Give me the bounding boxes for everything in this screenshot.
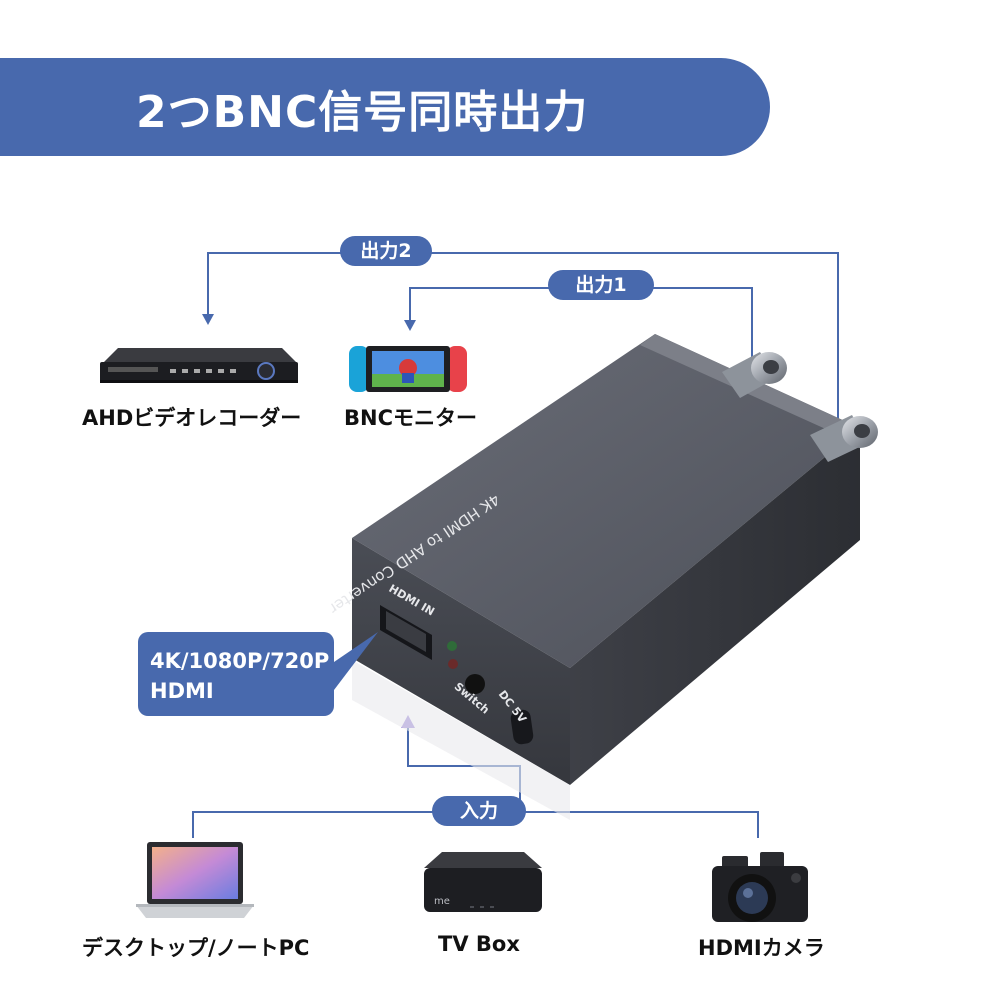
tvbox-brand: me (434, 896, 450, 907)
callout-hdmi: HDMI (150, 679, 214, 703)
output2-line (207, 252, 839, 432)
ahd-recorder-image (100, 348, 298, 383)
output1-pill: 出力1 (548, 270, 654, 300)
tvbox-label: TV Box (438, 932, 520, 956)
desktop-label: デスクトップ/ノートPC (82, 936, 310, 960)
output1-arrow (404, 320, 416, 331)
hdmi-callout-box (138, 632, 378, 716)
tvbox-image (424, 852, 542, 912)
bnc-monitor-image (349, 346, 467, 392)
hdmi-callout-text: 4K/1080P/720P HDMI (150, 646, 329, 706)
callout-resolution: 4K/1080P/720P (150, 649, 330, 673)
output2-arrow (202, 314, 214, 325)
bnc-monitor-label: BNCモニター (344, 406, 477, 430)
title-banner (0, 58, 770, 156)
ahd-recorder-label: AHDビデオレコーダー (82, 406, 302, 430)
input-pill: 入力 (432, 796, 526, 826)
camera-image (712, 852, 808, 922)
output2-pill: 出力2 (340, 236, 432, 266)
bnc-connector-2 (810, 415, 878, 462)
banner-title: 2つBNC信号同時出力 (136, 87, 589, 138)
converter-device (352, 334, 878, 820)
laptop-image (136, 842, 254, 918)
bnc-connector-1 (722, 352, 787, 398)
camera-label: HDMIカメラ (698, 936, 825, 960)
